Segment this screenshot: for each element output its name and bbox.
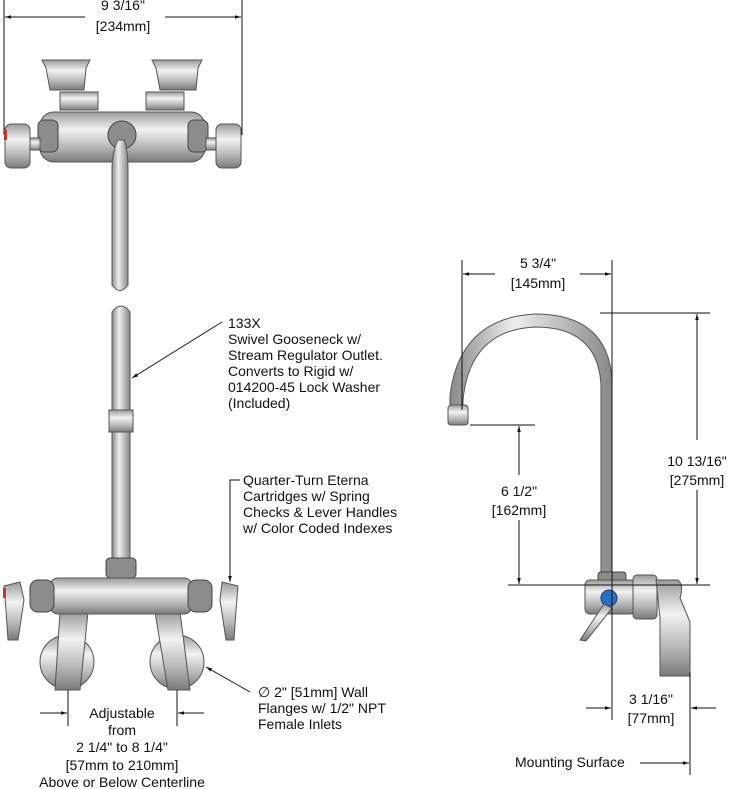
top-faucet-illustration	[4, 59, 242, 291]
side-faucet-illustration	[447, 313, 691, 677]
gooseneck-leader	[131, 321, 223, 379]
callout-line: Quarter-Turn Eterna	[243, 472, 369, 488]
callout-line: Checks & Lever Handles	[243, 504, 397, 520]
callout-line: Swivel Gooseneck w/	[228, 331, 361, 347]
front-faucet-illustration	[3, 305, 239, 691]
callout-line: Stream Regulator Outlet.	[228, 347, 383, 363]
bonnet-left	[37, 119, 59, 153]
wall-flange-left	[41, 59, 91, 91]
note-line: 2 1/4" to 8 1/4"	[76, 739, 168, 755]
callout-line: Female Inlets	[258, 716, 342, 732]
stream-regulator-outlet	[447, 404, 469, 426]
depth-mm: [77mm]	[628, 710, 675, 726]
bonnet-right	[187, 119, 209, 153]
width-inches: 9 3/16"	[101, 0, 145, 13]
gooseneck	[111, 305, 131, 561]
callout-line: Flanges w/ 1/2" NPT	[258, 700, 386, 716]
swivel-collar	[108, 409, 134, 433]
lever-handle-right	[215, 123, 242, 169]
lever-handle-left	[3, 581, 25, 641]
note-line: [57mm to 210mm]	[66, 757, 179, 773]
clearance-mm: [162mm]	[492, 502, 546, 518]
wall-inlet	[655, 579, 691, 677]
callout-line: Cartridges w/ Spring	[243, 488, 370, 504]
height-inches: 10 13/16"	[667, 453, 726, 469]
width-mm: [234mm]	[96, 18, 150, 34]
note-line: Adjustable	[89, 705, 155, 721]
reach-mm: [145mm]	[511, 275, 565, 291]
adjustable-note: Adjustable from 2 1/4" to 8 1/4" [57mm t…	[39, 705, 205, 789]
lever-handle-right	[219, 581, 239, 641]
hot-index	[4, 130, 7, 140]
side-view: 5 3/4" [145mm] 10 13/16" [275mm] 6 1/2" …	[447, 255, 727, 775]
cartridge-callout: Quarter-Turn Eterna Cartridges w/ Spring…	[242, 472, 397, 536]
spout	[111, 139, 129, 291]
callout-line: ∅ 2" [51mm] Wall	[258, 684, 368, 700]
nut	[59, 91, 99, 111]
callout-line: 133X	[228, 315, 261, 331]
cold-index-icon	[600, 589, 618, 607]
callout-line: w/ Color Coded Indexes	[242, 520, 392, 536]
front-view: 133X Swivel Gooseneck w/ Stream Regulato…	[3, 305, 397, 789]
callout-line: 014200-45 Lock Washer	[228, 379, 380, 395]
bonnet-right	[187, 579, 213, 613]
flange-leader	[205, 666, 251, 693]
gooseneck-callout: 133X Swivel Gooseneck w/ Stream Regulato…	[228, 315, 383, 411]
flange-callout: ∅ 2" [51mm] Wall Flanges w/ 1/2" NPT Fem…	[258, 684, 386, 732]
mounting-surface-label: Mounting Surface	[515, 754, 625, 770]
lever-handle-left	[4, 123, 31, 169]
note-line: Above or Below Centerline	[39, 774, 205, 789]
height-mm: [275mm]	[670, 472, 724, 488]
gooseneck-spout	[449, 313, 613, 579]
note-line: from	[108, 722, 136, 738]
reach-inches: 5 3/4"	[520, 255, 556, 271]
depth-inches: 3 1/16"	[629, 691, 673, 707]
swivel-nut	[105, 557, 137, 579]
callout-line: Converts to Rigid w/	[228, 363, 353, 379]
nut	[632, 574, 658, 620]
stem	[205, 137, 217, 151]
bonnet-left	[29, 579, 55, 613]
hot-index	[3, 588, 6, 598]
valve-body	[49, 577, 193, 615]
top-view: 9 3/16" [234mm]	[3, 0, 243, 291]
wall-flange-right	[151, 59, 203, 91]
lever-handle	[579, 603, 613, 642]
nut	[145, 91, 185, 111]
cartridge-leader	[228, 479, 240, 582]
clearance-inches: 6 1/2"	[501, 483, 537, 499]
stem	[29, 137, 41, 151]
callout-line: (Included)	[228, 395, 290, 411]
